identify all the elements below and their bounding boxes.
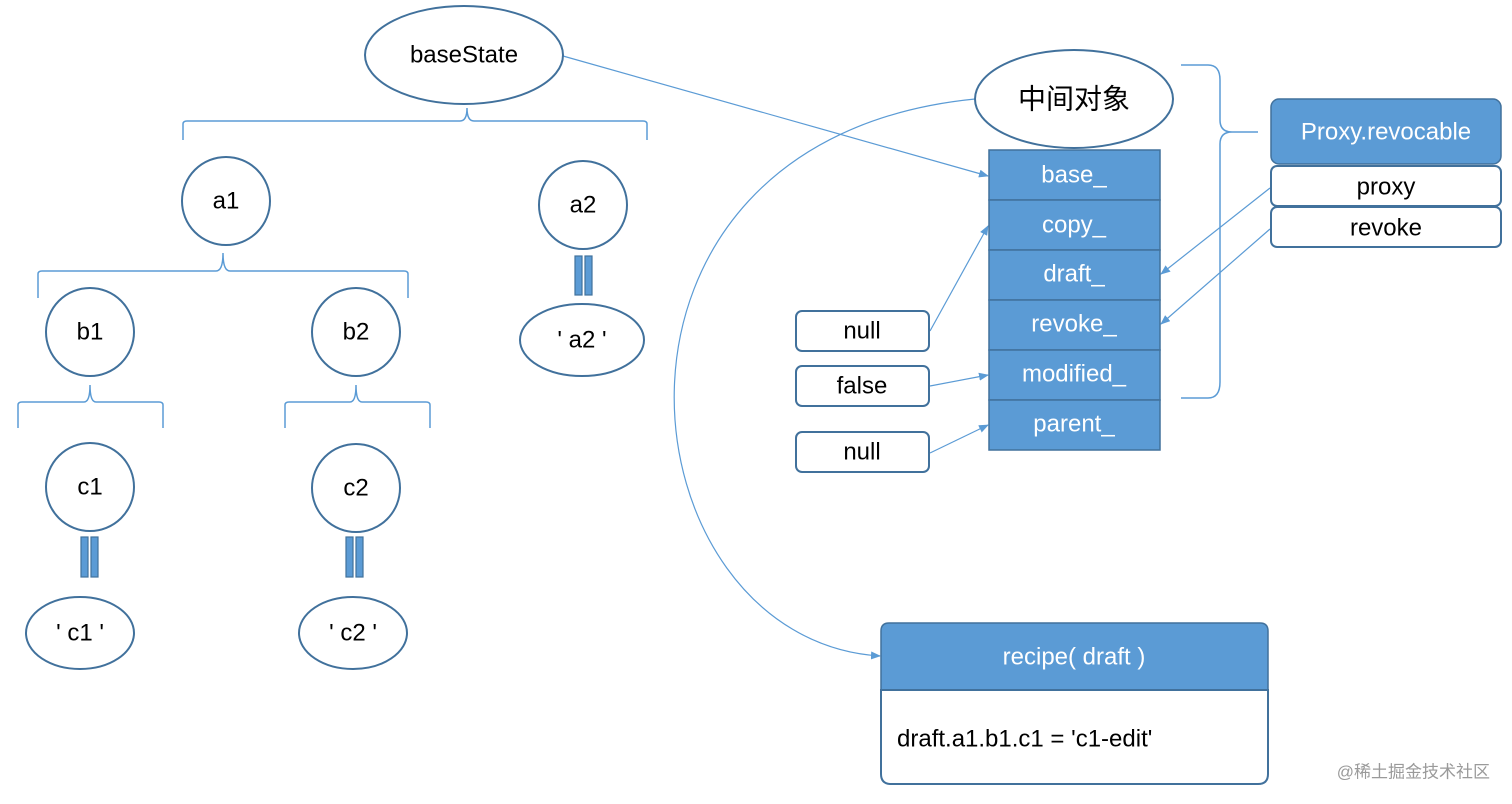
copy-null-arrow (929, 225, 989, 332)
proxy-draft-arrow (1160, 187, 1271, 275)
copy-null-box: null (795, 310, 930, 352)
a2-label: a2 (570, 192, 597, 219)
field-revoke: revoke_ (988, 299, 1161, 351)
proxy-revocable-title: Proxy.revocable (1301, 119, 1471, 146)
root-brace (182, 107, 648, 140)
b1-node: b1 (45, 287, 135, 377)
a1-brace (37, 252, 409, 298)
modified-false-label: false (837, 373, 888, 400)
c2-value-node: ' c2 ' (298, 596, 408, 670)
parent-null-label: null (843, 439, 880, 466)
c1-equals-icon (80, 536, 99, 578)
modified-false-box: false (795, 365, 930, 407)
state-object-node: 中间对象 (974, 49, 1174, 149)
modified-false-arrow (929, 372, 989, 387)
revoke-revoke-arrow (1160, 228, 1271, 325)
recipe-curve-arrow (673, 98, 976, 660)
field-base-label: base_ (1041, 162, 1107, 189)
field-draft: draft_ (988, 249, 1161, 301)
parent-null-arrow (929, 424, 989, 454)
proxy-revocable-box: Proxy.revocable (1270, 98, 1502, 165)
revoke-item-label: revoke (1350, 215, 1422, 242)
c1-value-node: ' c1 ' (25, 596, 135, 670)
c2-node: c2 (311, 443, 401, 533)
field-draft-label: draft_ (1043, 261, 1105, 288)
watermark-text: @稀土掘金技术社区 (1337, 763, 1490, 782)
recipe-title: recipe( draft ) (1003, 644, 1146, 671)
b2-node: b2 (311, 287, 401, 377)
base-arrow (562, 55, 989, 178)
root-label: baseState (410, 42, 518, 69)
field-revoke-label: revoke_ (1031, 311, 1117, 338)
field-copy: copy_ (988, 199, 1161, 251)
c1-value-label: ' c1 ' (56, 620, 104, 647)
c2-equals-icon (345, 536, 364, 578)
root-node: baseState (364, 5, 564, 105)
a2-equals-icon (574, 255, 593, 296)
b2-label: b2 (343, 319, 370, 346)
b1-label: b1 (77, 319, 104, 346)
b2-brace (284, 384, 431, 428)
field-modified: modified_ (988, 349, 1161, 401)
recipe-code: draft.a1.b1.c1 = 'c1-edit' (897, 726, 1152, 753)
c2-value-label: ' c2 ' (329, 620, 377, 647)
revoke-item-box: revoke (1270, 206, 1502, 248)
a1-label: a1 (213, 188, 240, 215)
state-fields: base_ copy_ draft_ revoke_ modified_ par… (988, 149, 1161, 451)
a2-value-label: ' a2 ' (557, 327, 606, 354)
proxy-brace (1181, 64, 1258, 399)
recipe-body: draft.a1.b1.c1 = 'c1-edit' (880, 689, 1269, 785)
field-parent-label: parent_ (1033, 411, 1115, 438)
c1-label: c1 (77, 474, 102, 501)
field-parent: parent_ (988, 399, 1161, 451)
a2-node: a2 (538, 160, 628, 250)
field-modified-label: modified_ (1022, 361, 1127, 388)
a2-value-node: ' a2 ' (519, 303, 645, 377)
copy-null-label: null (843, 318, 880, 345)
proxy-item-label: proxy (1357, 174, 1416, 201)
proxy-item-box: proxy (1270, 165, 1502, 207)
c1-node: c1 (45, 442, 135, 532)
b1-brace (17, 384, 164, 428)
state-object-title: 中间对象 (1018, 84, 1130, 115)
field-base: base_ (988, 149, 1161, 201)
a1-node: a1 (181, 156, 271, 246)
c2-label: c2 (343, 475, 368, 502)
parent-null-box: null (795, 431, 930, 473)
recipe-header: recipe( draft ) (880, 622, 1269, 691)
field-copy-label: copy_ (1042, 212, 1107, 239)
